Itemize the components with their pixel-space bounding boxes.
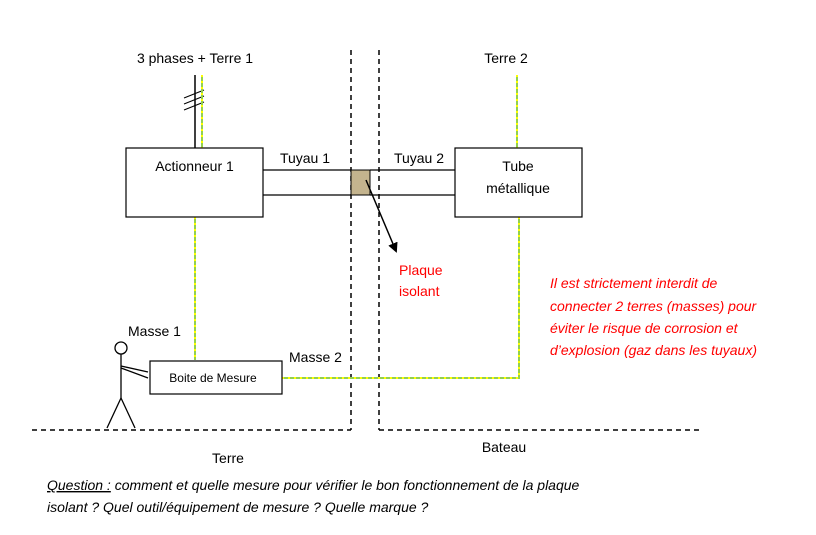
label-masse-2: Masse 2 xyxy=(289,349,342,365)
warning-line: éviter le risque de corrosion et xyxy=(550,320,739,336)
warning-line: d’explosion (gaz dans les tuyaux) xyxy=(550,342,757,358)
tube-label-line2: métallique xyxy=(486,180,550,196)
label-masse-1: Masse 1 xyxy=(128,323,181,339)
tube-label-line1: Tube xyxy=(502,158,534,174)
three-phase-cable xyxy=(183,75,205,148)
label-plaque-line2: isolant xyxy=(399,283,440,299)
question-text: Question : comment et quelle mesure pour… xyxy=(47,477,580,515)
boite-de-mesure-box xyxy=(149,360,283,395)
warning-line: Il est strictement interdit de xyxy=(550,275,718,291)
label-terre: Terre xyxy=(212,450,244,466)
label-three-phases: 3 phases + Terre 1 xyxy=(137,50,253,66)
label-plaque-line1: Plaque xyxy=(399,262,443,278)
actionneur-box xyxy=(125,147,264,218)
plaque-arrow xyxy=(365,179,398,253)
insulating-plate xyxy=(350,169,371,196)
warning-text: Il est strictement interdit de connecter… xyxy=(550,275,758,358)
tube-box xyxy=(454,147,583,218)
question-prefix: Question : xyxy=(47,477,111,493)
person-icon xyxy=(106,341,149,429)
label-tuyau-1: Tuyau 1 xyxy=(280,150,330,166)
earth-wire-masse2 xyxy=(282,217,520,379)
question-line-1: Question : comment et quelle mesure pour… xyxy=(47,477,580,493)
label-bateau: Bateau xyxy=(482,439,526,455)
label-terre-2: Terre 2 xyxy=(484,50,528,66)
actionneur-label: Actionneur 1 xyxy=(155,158,234,174)
question-line-2: isolant ? Quel outil/équipement de mesur… xyxy=(47,499,429,515)
question-line-1-rest: comment et quelle mesure pour vérifier l… xyxy=(111,477,580,493)
label-tuyau-2: Tuyau 2 xyxy=(394,150,444,166)
warning-line: connecter 2 terres (masses) pour xyxy=(550,298,758,314)
boite-de-mesure-label: Boite de Mesure xyxy=(169,371,257,385)
